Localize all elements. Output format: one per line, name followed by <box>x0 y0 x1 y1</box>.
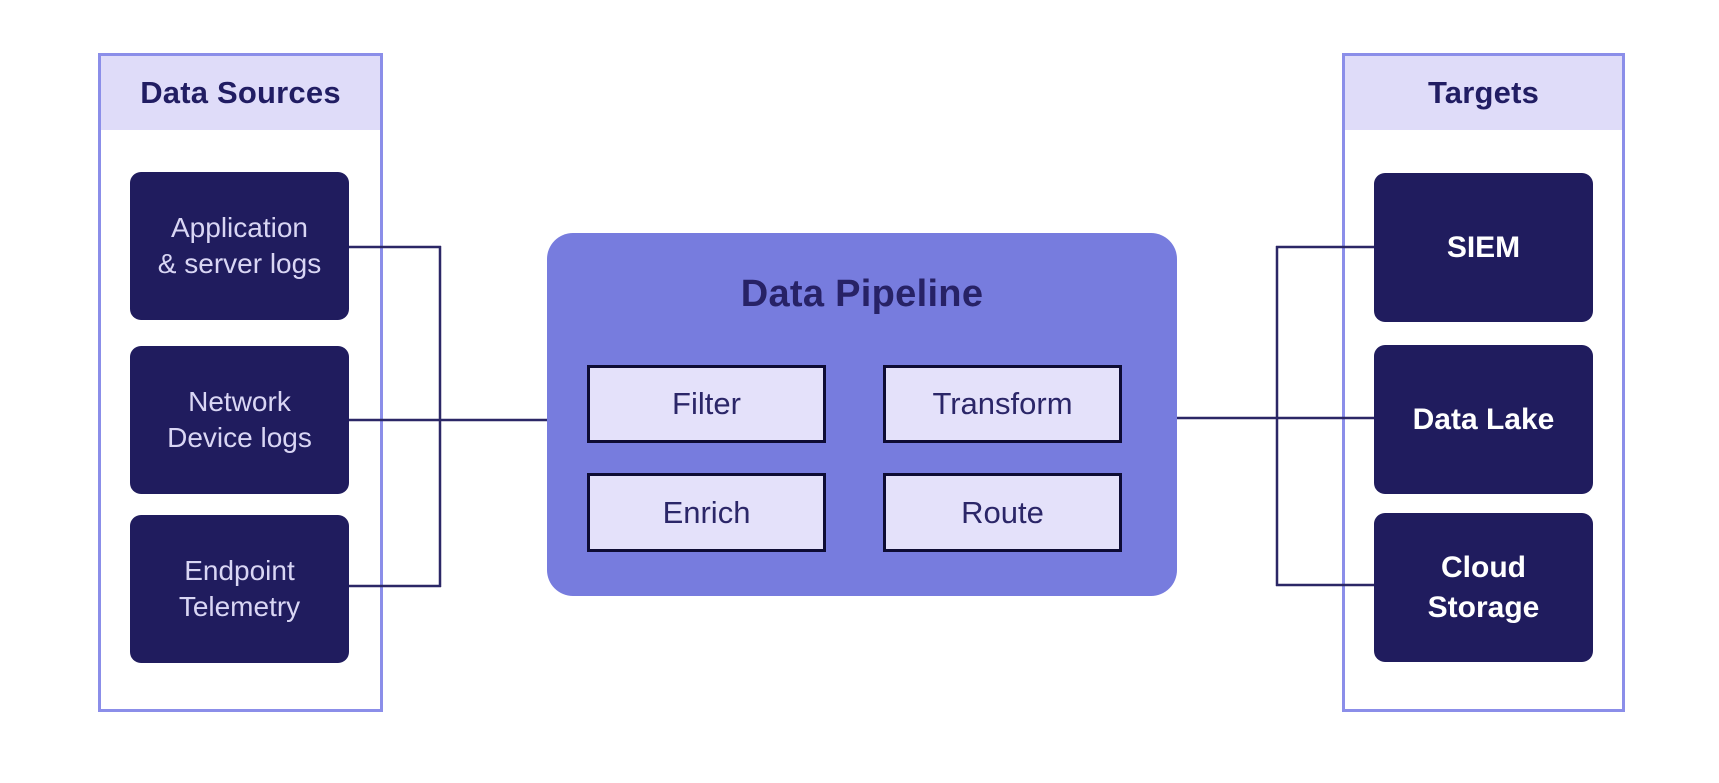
targets-title: Targets <box>1427 75 1540 110</box>
source-node-application-server-logs: Application & server logs <box>130 172 349 320</box>
target-node-data-lake: Data Lake <box>1374 345 1593 494</box>
stage-filter-label: Filter <box>672 386 741 421</box>
target-node-label: SIEM <box>1446 230 1521 264</box>
stage-route: Route <box>883 473 1122 552</box>
target-node-label: Data Lake <box>1412 402 1555 436</box>
stage-filter: Filter <box>587 365 826 443</box>
stage-enrich-label: Enrich <box>662 494 751 530</box>
source-node-label: Application & server logs <box>157 212 322 279</box>
data-pipeline-title: Data Pipeline <box>740 273 984 315</box>
source-node-label: Network Device logs <box>167 386 312 453</box>
target-node-siem: SIEM <box>1374 173 1593 322</box>
target-node-cloud-storage: Cloud Storage <box>1374 513 1593 662</box>
targets-header: Targets <box>1345 56 1622 130</box>
source-node-endpoint-telemetry: Endpoint Telemetry <box>130 515 349 663</box>
data-sources-header: Data Sources <box>101 56 380 130</box>
source-node-label: Endpoint Telemetry <box>178 555 301 622</box>
stage-enrich: Enrich <box>587 473 826 552</box>
source-node-network-device-logs: Network Device logs <box>130 346 349 494</box>
data-sources-title: Data Sources <box>140 75 341 110</box>
stage-route-label: Route <box>961 494 1044 530</box>
stage-transform-label: Transform <box>932 386 1073 421</box>
target-node-label: Cloud Storage <box>1427 550 1540 624</box>
stage-transform: Transform <box>883 365 1122 443</box>
